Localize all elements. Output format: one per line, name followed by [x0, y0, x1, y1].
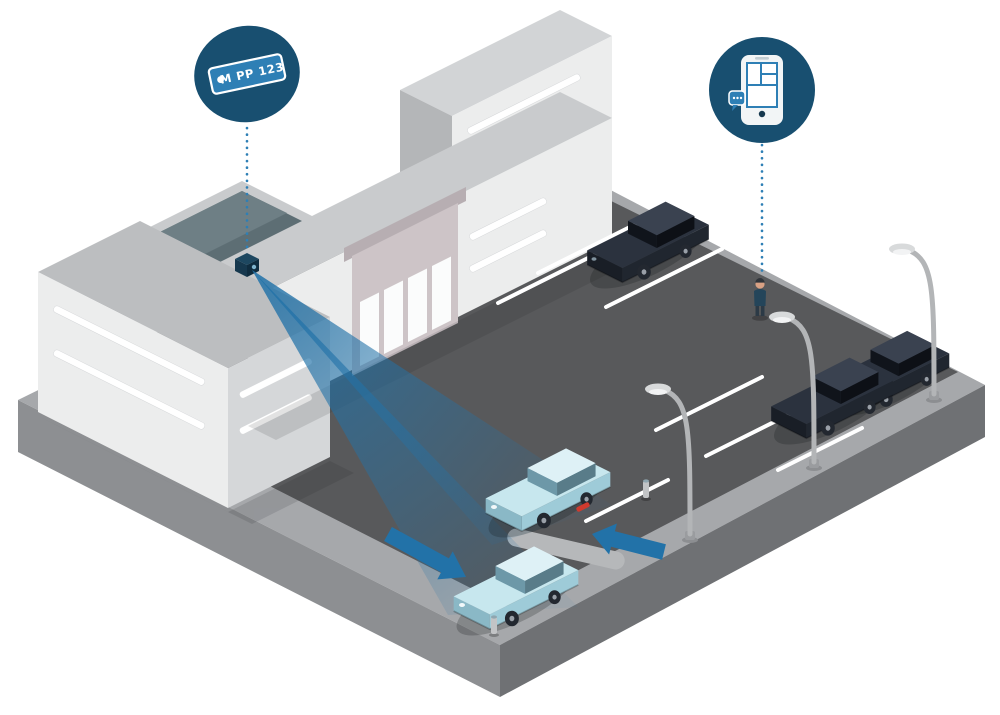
parking-line — [776, 426, 864, 472]
bollard-2 — [641, 479, 651, 501]
entrance-door — [432, 256, 451, 330]
headlight — [459, 603, 465, 607]
home-button-icon — [758, 110, 766, 118]
window-slit — [53, 349, 206, 430]
smartphone-icon — [741, 55, 783, 125]
smartphone-badge — [709, 37, 815, 143]
window-slit — [467, 73, 581, 135]
parking-line — [654, 375, 764, 432]
headlight — [591, 257, 597, 261]
parking-line — [584, 478, 670, 523]
street-lamp-2 — [769, 311, 822, 471]
ground-slab — [18, 148, 985, 697]
office-building — [38, 10, 612, 508]
left-wing — [38, 221, 330, 508]
taillight — [576, 502, 590, 512]
headlight — [491, 505, 497, 509]
entrance-door — [384, 280, 403, 354]
beam-to-parked-car — [252, 270, 612, 545]
asphalt-surface — [59, 158, 958, 607]
slab-front-right — [500, 385, 985, 697]
window-slit — [469, 229, 547, 273]
camera-lens-icon — [251, 264, 257, 270]
window-slit — [239, 393, 313, 435]
license-plate-badge: M PP 123 — [194, 25, 300, 123]
direction-arrow-left — [592, 523, 666, 560]
plate-bolt-icon — [217, 76, 224, 84]
slab-front-left — [18, 400, 500, 697]
street-lamp-3 — [889, 243, 942, 403]
entrance-door — [408, 268, 427, 342]
crosswalk-marking — [507, 528, 625, 570]
pedestrian — [752, 278, 768, 321]
entrance-portico — [344, 187, 466, 376]
window-slit — [469, 197, 547, 241]
parking-line — [604, 247, 724, 309]
street-lamp-1 — [645, 383, 698, 543]
hair — [755, 278, 765, 283]
direction-arrow-right — [384, 527, 466, 580]
license-plate-icon — [207, 53, 287, 95]
chat-bubble-icon — [728, 90, 746, 111]
security-camera — [235, 253, 259, 277]
bollard-1 — [489, 615, 499, 637]
window-slit — [53, 305, 206, 386]
